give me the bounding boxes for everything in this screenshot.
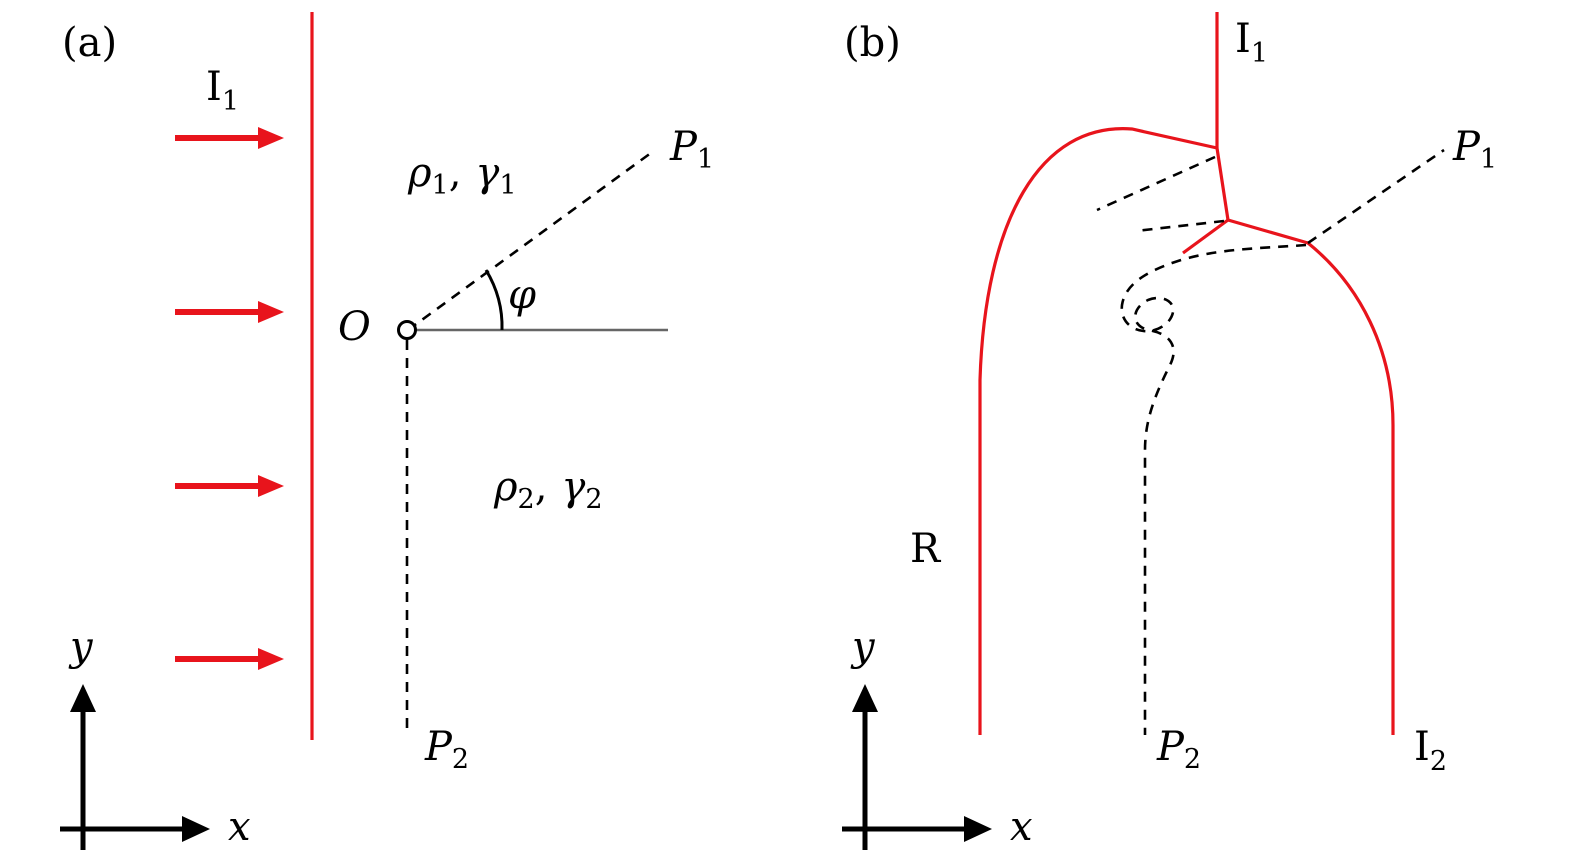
incident-label-main: I	[206, 64, 222, 110]
panel-b-label: (b)	[844, 20, 901, 66]
i1-label: I1	[1235, 16, 1268, 69]
reflected-label: R	[910, 526, 942, 572]
incident-wave-label: I1	[206, 64, 239, 117]
x-axis-arrowhead	[182, 816, 210, 842]
propagation-arrow-head	[258, 127, 284, 149]
interface-rollup-dashed	[1120, 243, 1307, 735]
medium-2-label: ρ2,γ2	[493, 464, 603, 515]
angle-label: φ	[508, 272, 536, 318]
axes-a: y x	[60, 624, 251, 850]
origin-point	[397, 320, 417, 340]
reflected-wave-r	[978, 127, 1218, 735]
interface-p1-dashed	[1307, 148, 1445, 245]
y-axis-arrowhead	[852, 684, 878, 712]
propagation-arrow-head	[258, 301, 284, 323]
x-axis-label: x	[228, 804, 251, 850]
slip-line-upper	[1096, 155, 1216, 212]
axes-b: y x	[842, 624, 1033, 850]
propagation-arrow-head	[258, 475, 284, 497]
y-axis-arrowhead	[70, 684, 96, 712]
mach-stem-lower	[1227, 218, 1309, 245]
interface-p1-dashed	[407, 148, 656, 332]
p1-label: P1	[669, 124, 714, 175]
diffracted-branch	[1182, 218, 1229, 255]
p1-label-b: P1	[1452, 124, 1497, 175]
slip-lines	[1096, 148, 1445, 735]
x-axis-label: x	[1010, 804, 1033, 850]
panel-a-label: (a)	[62, 20, 117, 66]
incident-label-sub: 1	[222, 86, 239, 117]
y-axis-label: y	[68, 624, 94, 670]
transmitted-wave-i2	[1306, 241, 1395, 735]
y-axis-label: y	[850, 624, 876, 670]
panel-b: (b) P1 P2 I1 I2 R y x	[842, 12, 1497, 850]
x-axis-arrowhead	[964, 816, 992, 842]
slip-line-middle	[1135, 219, 1225, 233]
medium-1-label: ρ1,γ1	[407, 150, 517, 201]
mach-stem	[1215, 147, 1230, 221]
p2-label-b: P2	[1156, 724, 1201, 775]
origin-label: O	[338, 304, 371, 350]
angle-arc	[484, 269, 504, 331]
panel-a: (a) I1 ρ1,γ1 P1 φ O P2	[60, 12, 714, 850]
propagation-arrows	[175, 127, 284, 670]
wavefronts	[978, 12, 1395, 735]
i2-label: I2	[1414, 724, 1447, 777]
propagation-arrow-head	[258, 648, 284, 670]
p2-label: P2	[424, 724, 469, 775]
